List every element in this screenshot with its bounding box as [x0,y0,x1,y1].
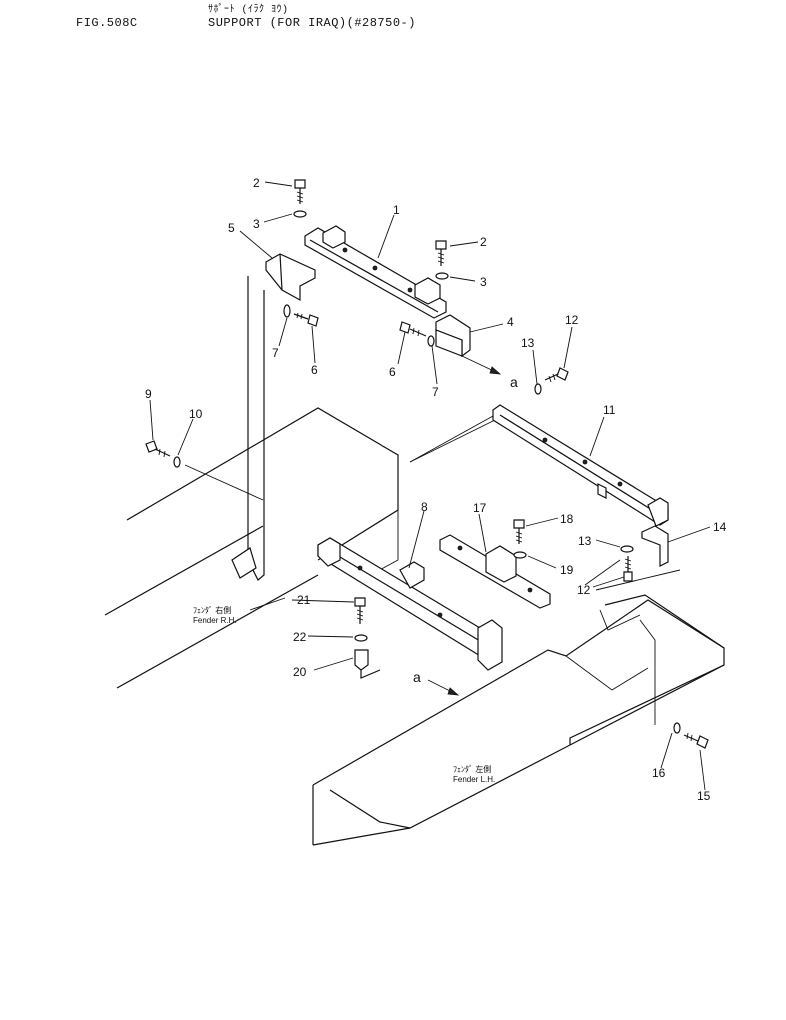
callout-14: 14 [713,520,727,534]
figure-number: FIG.508C [76,16,138,30]
callout-17: 17 [473,501,487,515]
callout-7-left: 7 [272,346,279,360]
callout-11: 11 [603,403,616,417]
bolt-2-upper-left [294,179,306,204]
callout-2-upper-left: 2 [253,176,260,190]
callout-21: 21 [297,593,311,607]
leader-lines [149,181,711,791]
callout-6-right: 6 [389,365,396,379]
callout-18: 18 [560,512,574,526]
bolt-2-upper-right [435,240,447,266]
callout-10: 10 [189,407,203,421]
bolt-15 [683,732,709,749]
washer-13-lower [620,545,634,553]
washer-7-right [427,335,435,347]
bolt-6-left [293,312,319,327]
bolt-12-lower [623,556,633,582]
part-8-support-rail [317,537,503,671]
washer-10 [173,456,181,468]
callout-19: 19 [560,563,574,577]
part-17-bracket [439,534,551,609]
part-1-support-rail [304,225,447,319]
callout-22: 22 [293,630,307,644]
callout-3-upper-right: 3 [480,275,487,289]
part-14-bracket [641,525,669,567]
callout-12-upper: 12 [565,313,579,327]
callout-13-upper: 13 [521,336,535,350]
callout-16: 16 [652,766,666,780]
callout-3-upper-left: 3 [253,217,260,231]
reference-arrow-a-upper [461,355,502,375]
reference-a-lower: a [413,669,421,685]
washer-16 [673,722,681,734]
callout-8: 8 [421,500,428,514]
callout-1: 1 [393,203,400,217]
bolt-12-upper [544,367,569,383]
callout-4: 4 [507,315,514,329]
callout-5: 5 [228,221,235,235]
washer-13-upper [534,383,542,395]
callout-6-left: 6 [311,363,318,377]
part-11-support-rail [492,404,669,527]
washer-7-left [283,304,291,318]
part-20-clip [354,649,381,679]
reference-a-upper: a [510,374,518,390]
radiator-panel-outline [104,407,496,689]
part-4-bracket-right [435,314,471,358]
bolt-9 [145,440,171,458]
callout-15: 15 [697,789,711,803]
fender-lh-label-japanese: ﾌｪﾝﾀﾞ 左側 [453,764,491,774]
callout-7-right: 7 [432,385,439,399]
bolt-18 [513,519,525,544]
callout-13-lower: 13 [578,534,592,548]
callout-12-lower: 12 [577,583,591,597]
fender-rh-label-japanese: ﾌｪﾝﾀﾞ 右側 [193,605,231,615]
washer-19 [513,551,527,559]
fender-lh-label: Fender L.H. [453,775,495,784]
figure-title-japanese: ｻﾎﾟｰﾄ (ｲﾗｸ ﾖｳ) [208,5,289,16]
part-5-bracket-left [265,253,316,302]
washer-3-upper-right [435,272,449,280]
bolt-21 [354,597,366,624]
fender-lh-outline [312,594,725,846]
figure-title: SUPPORT (FOR IRAQ)(#28750-) [208,16,416,30]
callout-20: 20 [293,665,307,679]
reference-arrow-a-lower [427,679,460,696]
fender-rh-label: Fender R.H. [193,616,237,625]
support-rod [231,276,265,581]
washer-3-upper-left [293,210,307,218]
callout-9: 9 [145,387,152,401]
callout-2-upper-right: 2 [480,235,487,249]
assembly-center-lines [409,415,681,725]
washer-22 [354,634,368,642]
bolt-6-right [399,321,427,337]
